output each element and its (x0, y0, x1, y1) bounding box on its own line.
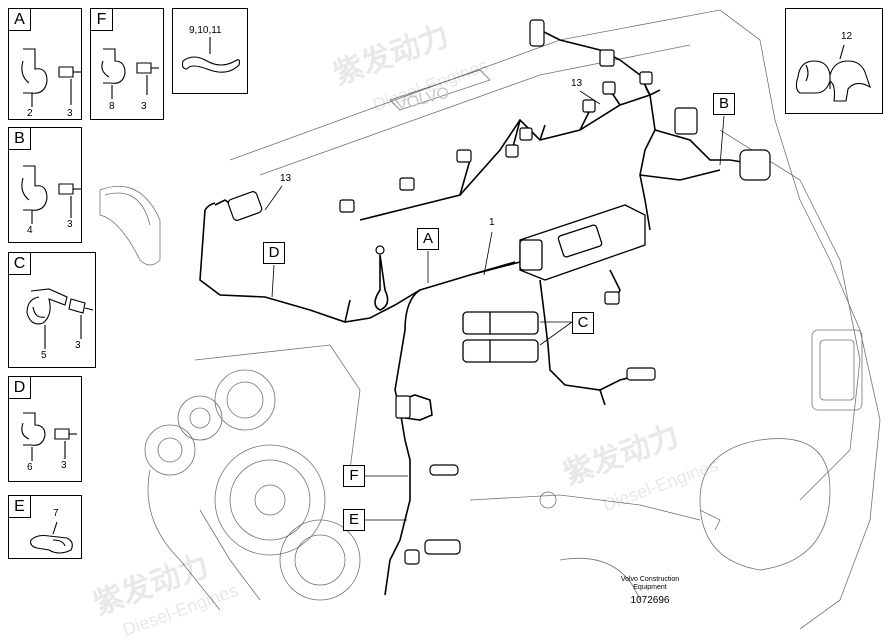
clamp-bolt-icon (21, 412, 77, 461)
detail-panel-c: C 5 3 (8, 252, 96, 368)
detail-panel-12: 12 (785, 8, 883, 114)
clamp-bolt-icon (101, 48, 159, 99)
panel-tag-b: B (9, 128, 31, 150)
footer-company: Volvo Construction (620, 576, 680, 583)
panel-tag-c: C (9, 253, 31, 275)
part-number: 9,10,11 (189, 25, 222, 36)
panel-tag-e: E (9, 496, 31, 518)
part-number: 3 (75, 340, 81, 351)
callout-a: A (417, 228, 439, 250)
callout-d: D (263, 242, 285, 264)
document-number: 1072696 (630, 595, 670, 606)
clamp-bolt-icon (26, 288, 94, 349)
callout-e: E (343, 509, 365, 531)
cable-tie-icon (181, 37, 241, 73)
part-number: 2 (27, 108, 33, 119)
part-number: 8 (109, 101, 115, 112)
part-label-harness: 1 (489, 217, 495, 228)
footer: Volvo Construction Equipment 1072696 (600, 576, 700, 607)
callout-f: F (343, 465, 365, 487)
callout-c: C (572, 312, 594, 334)
part-number: 3 (61, 460, 67, 471)
double-clamp-icon (795, 44, 871, 102)
panel-tag-f: F (91, 9, 113, 31)
footer-company-sub: Equipment (633, 584, 667, 591)
part-label-sensor: 13 (571, 78, 583, 89)
part-number: 3 (141, 101, 147, 112)
part-number: 6 (27, 462, 33, 473)
detail-panel-ties: 9,10,11 (172, 8, 248, 94)
detail-panel-b: B 4 3 (8, 127, 82, 243)
part-number: 5 (41, 350, 47, 361)
part-number: 3 (67, 219, 73, 230)
detail-panel-e: E 7 (8, 495, 82, 559)
detail-panel-f: F 8 3 (90, 8, 164, 120)
part-number: 3 (67, 108, 73, 119)
part-number: 4 (27, 225, 33, 236)
clamp-bolt-icon (21, 165, 81, 224)
detail-panel-d: D 6 3 (8, 376, 82, 482)
part-number: 7 (53, 508, 59, 519)
panel-tag-a: A (9, 9, 31, 31)
clamp-bolt-icon (21, 48, 81, 107)
clip-icon (30, 521, 73, 554)
callout-b: B (713, 93, 735, 115)
part-label-sensor: 13 (280, 173, 292, 184)
detail-panel-a: A 2 3 (8, 8, 82, 120)
panel-tag-d: D (9, 377, 31, 399)
part-number: 12 (841, 31, 853, 42)
